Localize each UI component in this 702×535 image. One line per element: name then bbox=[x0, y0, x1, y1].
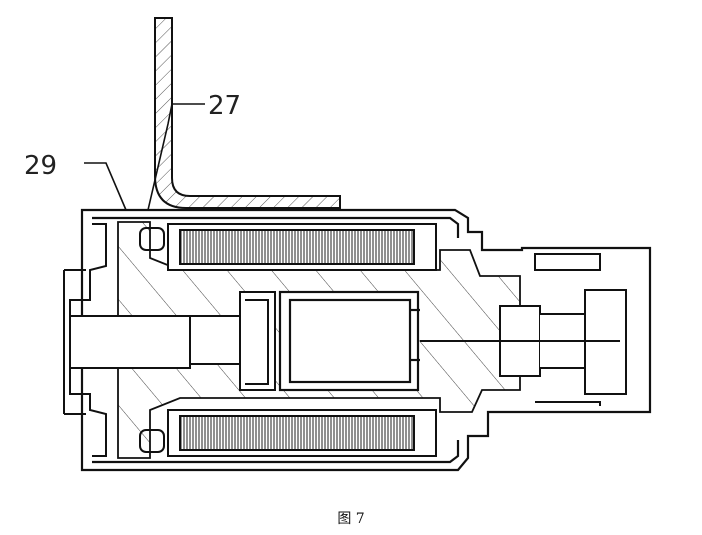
armature bbox=[278, 290, 420, 392]
upper-coil bbox=[167, 223, 437, 271]
label-29: 29 bbox=[24, 151, 57, 181]
seal-rings bbox=[139, 227, 165, 453]
figure-caption: 图 7 bbox=[337, 511, 365, 527]
bracket-27 bbox=[154, 17, 341, 209]
label-27: 27 bbox=[208, 91, 241, 121]
outer-housing bbox=[80, 208, 652, 472]
leader-lines bbox=[84, 103, 205, 211]
connector bbox=[420, 253, 627, 406]
plunger bbox=[69, 291, 276, 391]
lower-coil bbox=[167, 409, 437, 457]
